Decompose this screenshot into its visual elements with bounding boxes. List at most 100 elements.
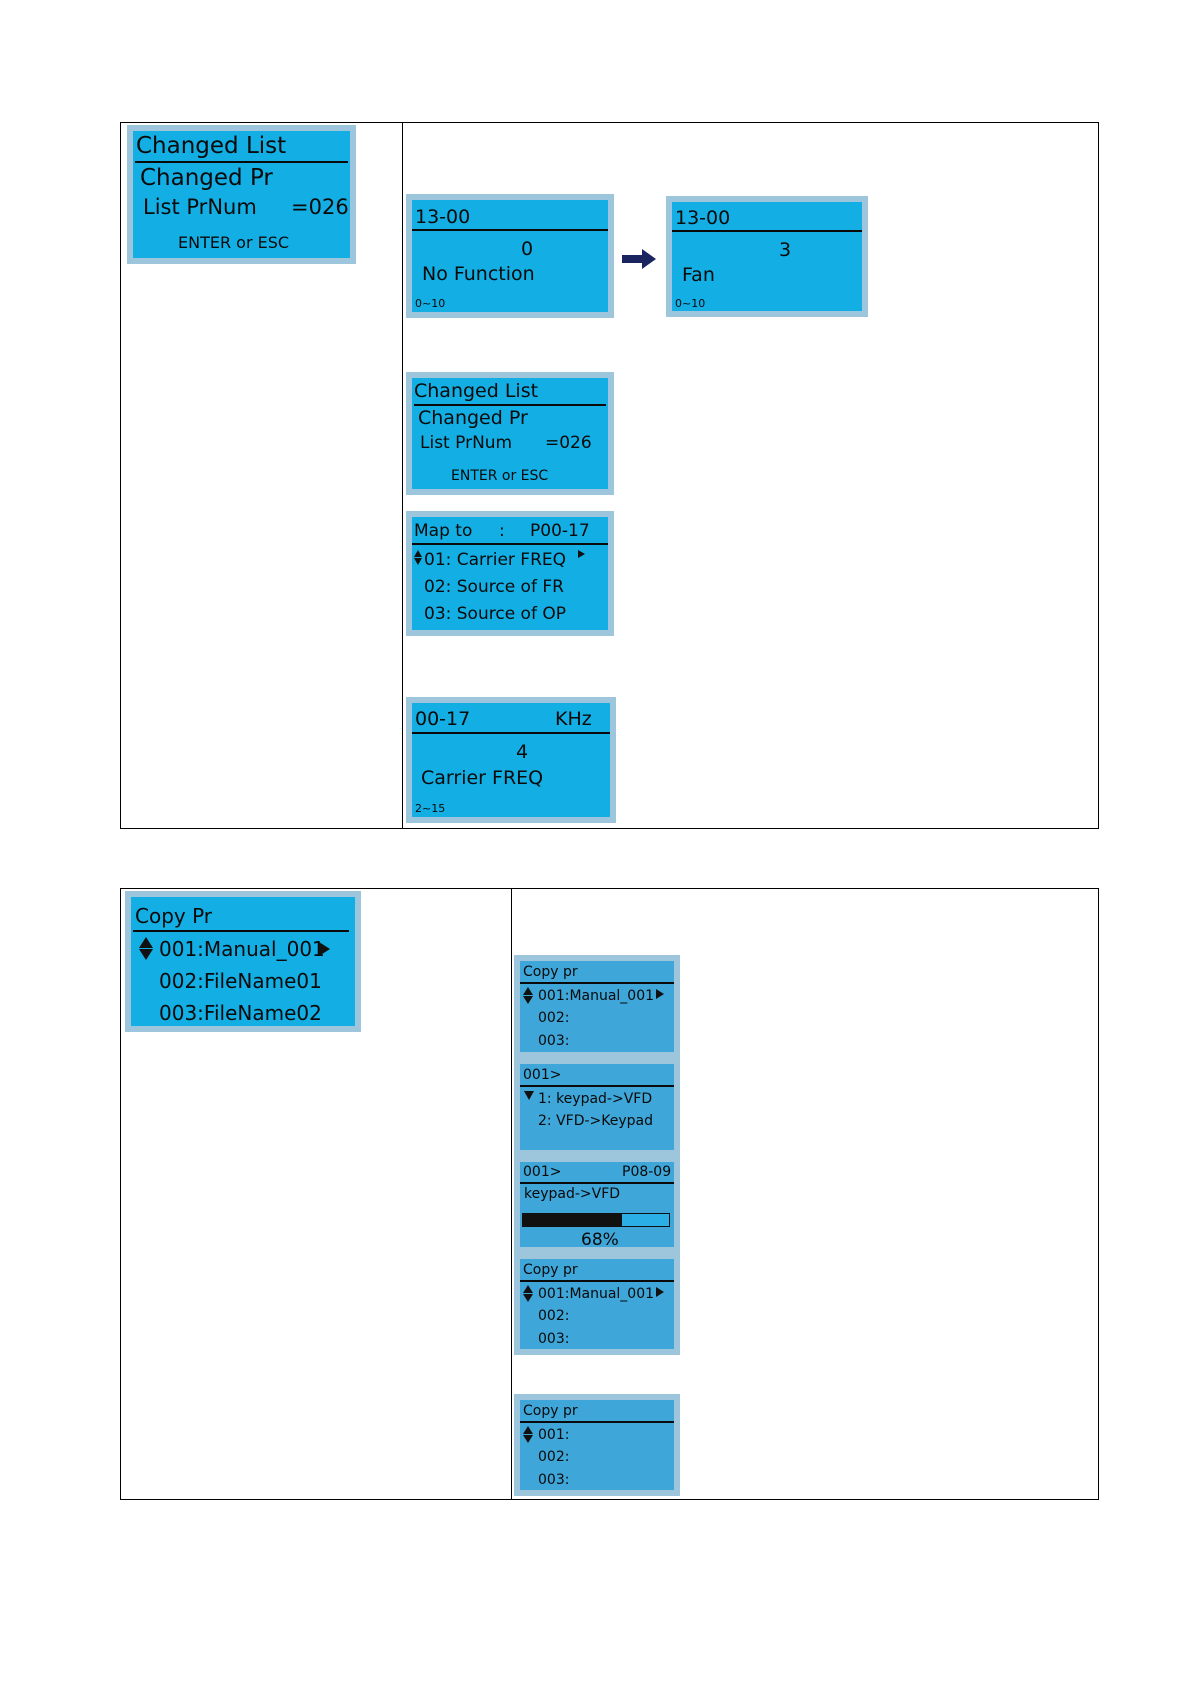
lcd-title-rule: [133, 930, 349, 932]
lcd-unit: KHz: [555, 708, 592, 730]
lcd-param: P08-09: [622, 1164, 672, 1180]
lcd-menu-item: 2: VFD->Keypad: [538, 1113, 654, 1129]
lcd-menu-item: 003:: [538, 1033, 570, 1049]
lcd-range: 0~10: [675, 297, 706, 310]
lcd-header-label: Map to: [414, 521, 473, 541]
lcd-menu-item: 01: Carrier FREQ: [424, 550, 567, 570]
lcd-title-rule: [520, 1085, 674, 1087]
lcd-screen: Copy pr 001:Manual_001 002: 003:: [520, 961, 674, 1052]
progress-bar-fill: [523, 1214, 623, 1226]
lcd-title: Copy Pr: [135, 904, 213, 928]
changed-list-lcd-main: Changed List Changed Pr List PrNum =026 …: [127, 125, 356, 264]
lcd-title: Copy pr: [523, 964, 578, 980]
copy-progress-lcd: 001> P08-09 keypad->VFD 68%: [514, 1156, 680, 1253]
copy-pr-empty-lcd: Copy pr 001: 002: 003:: [514, 1394, 680, 1496]
lcd-screen: Changed List Changed Pr List PrNum =026 …: [412, 378, 608, 489]
lcd-title-rule: [672, 230, 862, 232]
lcd-title: Changed List: [136, 133, 287, 159]
lcd-menu-item: 03: Source of OP: [424, 604, 566, 624]
map-to-lcd: Map to : P00-17 01: Carrier FREQ 02: Sou…: [406, 511, 614, 636]
lcd-value: 4: [516, 741, 529, 763]
section2-column-divider: [511, 889, 512, 1499]
param-00-17-lcd: 00-17 KHz 4 Carrier FREQ 2~15: [406, 697, 616, 823]
lcd-param: 00-17: [415, 708, 471, 730]
copy-pr-lcd-main: Copy Pr 001:Manual_001 002:FileName01 00…: [125, 891, 361, 1032]
lcd-menu-item: 002:FileName01: [159, 969, 322, 993]
lcd-title-rule: [412, 732, 610, 734]
lcd-menu-item: 002:: [538, 1308, 570, 1324]
lcd-screen: Changed List Changed Pr List PrNum =026 …: [133, 131, 350, 258]
lcd-title-rule: [520, 1421, 674, 1423]
copy-direction-lcd: 001> 1: keypad->VFD 2: VFD->Keypad: [514, 1058, 680, 1156]
next-step-arrow-icon: [622, 249, 656, 269]
lcd-menu-item: 02: Source of FR: [424, 577, 564, 597]
lcd-line2-value: =026: [291, 195, 349, 219]
section1-table: [120, 122, 1099, 829]
right-arrow-icon: [319, 942, 330, 956]
lcd-screen: 00-17 KHz 4 Carrier FREQ 2~15: [412, 703, 610, 817]
progress-label: 68%: [581, 1230, 619, 1248]
lcd-menu-item: 1: keypad->VFD: [538, 1091, 653, 1107]
lcd-title-rule: [520, 982, 674, 984]
param-13-00-before-lcd: 13-00 0 No Function 0~10: [406, 194, 614, 318]
lcd-name: Fan: [682, 264, 715, 286]
lcd-name: Carrier FREQ: [421, 767, 544, 789]
lcd-line2-value: =026: [545, 433, 592, 453]
section2-table: [120, 888, 1099, 1500]
lcd-title-rule: [520, 1280, 674, 1282]
lcd-screen: 13-00 3 Fan 0~10: [672, 202, 862, 311]
lcd-menu-item: 001:: [538, 1427, 570, 1443]
lcd-title: 001>: [523, 1067, 562, 1083]
changed-list-lcd-repeat: Changed List Changed Pr List PrNum =026 …: [406, 372, 614, 495]
lcd-screen: Copy pr 001:Manual_001 002: 003:: [520, 1259, 674, 1349]
section1-column-divider: [402, 123, 403, 828]
lcd-line1: Changed Pr: [140, 165, 273, 191]
lcd-value: 0: [521, 238, 534, 260]
lcd-title-rule: [412, 229, 608, 231]
lcd-menu-item: 001:Manual_001: [538, 1286, 655, 1302]
lcd-header-value: P00-17: [530, 521, 590, 541]
lcd-footer: ENTER or ESC: [178, 233, 290, 252]
lcd-menu-item: 003:: [538, 1472, 570, 1488]
lcd-line2-label: List PrNum: [143, 195, 257, 219]
lcd-screen: 001> 1: keypad->VFD 2: VFD->Keypad: [520, 1064, 674, 1150]
lcd-line1: Changed Pr: [418, 407, 528, 429]
param-13-00-after-lcd: 13-00 3 Fan 0~10: [666, 196, 868, 317]
lcd-range: 2~15: [415, 802, 446, 815]
down-arrow-icon: [524, 1091, 534, 1100]
lcd-line2-label: List PrNum: [420, 433, 513, 453]
lcd-range: 0~10: [415, 297, 446, 310]
copy-pr-manual-lcd-result: Copy pr 001:Manual_001 002: 003:: [514, 1253, 680, 1355]
lcd-title-rule: [520, 1182, 674, 1184]
right-arrow-icon: [656, 1287, 664, 1297]
lcd-title-rule: [135, 161, 348, 163]
progress-bar: [522, 1213, 670, 1227]
lcd-screen: 001> P08-09 keypad->VFD 68%: [520, 1162, 674, 1247]
lcd-menu-item: 001:Manual_001: [159, 937, 325, 961]
lcd-title: Changed List: [414, 380, 539, 402]
lcd-menu-item: 003:: [538, 1331, 570, 1347]
lcd-title-rule: [414, 404, 606, 406]
right-arrow-icon: [578, 550, 585, 558]
lcd-screen: Copy pr 001: 002: 003:: [520, 1400, 674, 1490]
lcd-title: 001>: [523, 1164, 562, 1180]
lcd-header-sep: :: [499, 521, 505, 541]
lcd-screen: Copy Pr 001:Manual_001 002:FileName01 00…: [131, 897, 355, 1026]
lcd-value: 3: [779, 239, 792, 261]
lcd-param: 13-00: [415, 206, 471, 228]
lcd-screen: 13-00 0 No Function 0~10: [412, 200, 608, 312]
right-arrow-icon: [656, 989, 664, 999]
lcd-title: Copy pr: [523, 1262, 578, 1278]
lcd-footer: ENTER or ESC: [451, 468, 549, 484]
lcd-param: 13-00: [675, 207, 731, 229]
lcd-menu-item: 001:Manual_001: [538, 988, 655, 1004]
lcd-line1: keypad->VFD: [524, 1186, 621, 1202]
lcd-menu-item: 003:FileName02: [159, 1001, 322, 1025]
lcd-menu-item: 002:: [538, 1010, 570, 1026]
lcd-title-rule: [412, 543, 608, 545]
lcd-menu-item: 002:: [538, 1449, 570, 1465]
lcd-screen: Map to : P00-17 01: Carrier FREQ 02: Sou…: [412, 517, 608, 630]
lcd-name: No Function: [422, 263, 535, 285]
lcd-title: Copy pr: [523, 1403, 578, 1419]
copy-pr-manual-lcd: Copy pr 001:Manual_001 002: 003:: [514, 955, 680, 1058]
